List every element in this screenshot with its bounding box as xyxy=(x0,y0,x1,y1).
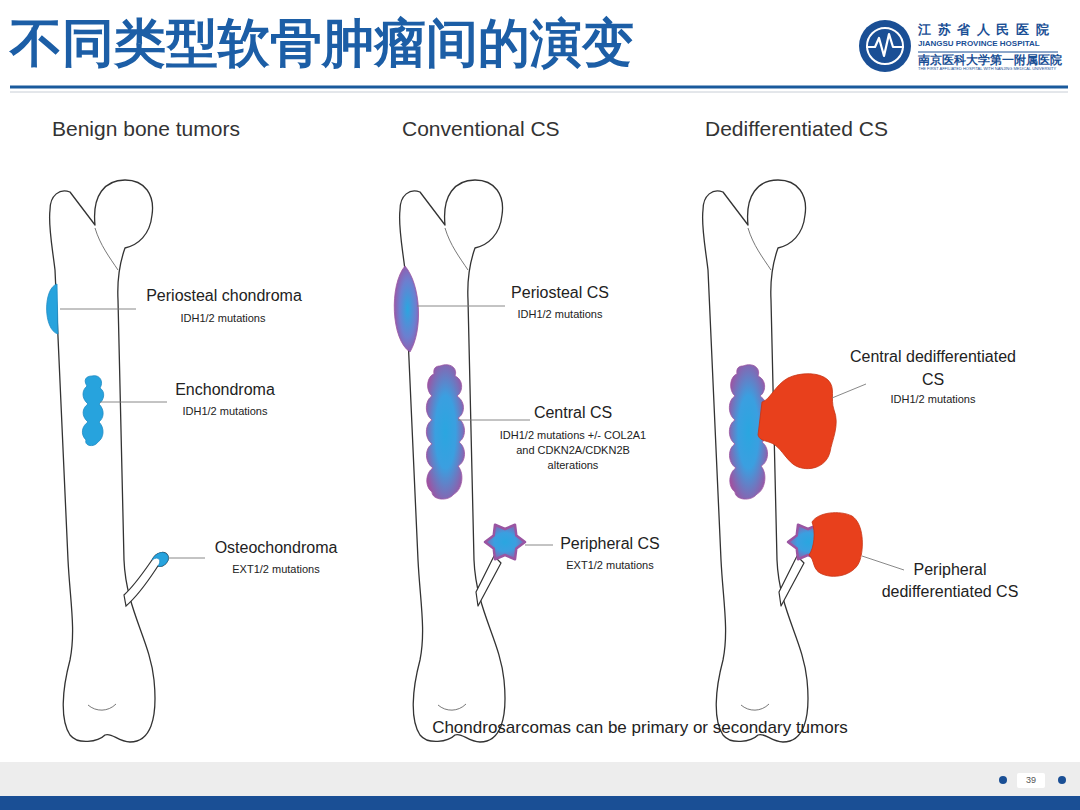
peripheral-cs-shape xyxy=(788,525,828,560)
leader-line xyxy=(417,306,505,307)
university-name-english: THE FIRST AFFILIATED HOSPITAL WITH NANJI… xyxy=(918,67,1078,72)
enchondroma-lesion xyxy=(82,376,103,446)
central-cs-part xyxy=(729,365,767,499)
slide-title: 不同类型软骨肿瘤间的演变 xyxy=(10,10,634,76)
tumor-name: Peripheral CS xyxy=(510,534,710,553)
hospital-name: 江 苏 省 人 民 医 院 xyxy=(918,22,1078,38)
femur-shape xyxy=(399,180,505,742)
mutation-note: IDH1/2 mutations xyxy=(123,312,323,325)
column-heading: Dedifferentiated CS xyxy=(705,117,888,141)
logo-heartbeat xyxy=(866,34,904,56)
column-heading: Conventional CS xyxy=(402,117,560,141)
femur-detail xyxy=(741,704,769,710)
tumor-name: Central CS xyxy=(473,403,673,422)
footer-dot xyxy=(1058,776,1066,784)
tumor-name: Periosteal chondroma xyxy=(104,286,344,305)
tumor-name: Periosteal CS xyxy=(460,283,660,302)
mutation-note: EXT1/2 mutations xyxy=(176,563,376,576)
leader-line xyxy=(100,402,167,403)
peripheral-dedifferentiated-stalk xyxy=(779,556,804,606)
femur-bone xyxy=(702,180,808,742)
peripheral-cs-shape xyxy=(485,525,525,560)
femur-panel: Benign bone tumors xyxy=(40,112,320,752)
femur-detail xyxy=(88,704,116,710)
mutation-note: EXT1/2 mutations xyxy=(510,559,710,572)
logo-disc xyxy=(859,20,911,72)
femur-shape xyxy=(702,180,808,742)
leader-line xyxy=(862,556,904,570)
header-rule-thin xyxy=(10,92,1068,93)
femur-outline xyxy=(693,112,973,752)
leader-line xyxy=(168,558,205,559)
femur-detail xyxy=(95,228,118,270)
tumor-name: Peripheral dedifferentiated CS xyxy=(865,559,1035,603)
central-cs-lesion xyxy=(426,365,464,499)
slide-caption: Chondrosarcomas can be primary or second… xyxy=(290,718,990,738)
tumor-name: Central dedifferentiated CS xyxy=(848,345,1018,391)
periosteal-cs-lesion xyxy=(394,266,418,352)
osteochondroma-stalk xyxy=(124,553,168,606)
femur-bone xyxy=(49,180,155,742)
periosteal-chondroma-lesion xyxy=(47,284,58,334)
tumor-name: Enchondroma xyxy=(125,380,325,399)
femur-shape xyxy=(49,180,155,742)
leader-line xyxy=(525,545,553,546)
leader-line xyxy=(832,384,866,398)
osteochondroma-cap xyxy=(152,553,168,567)
peripheral-dedifferentiated-cs-lesion xyxy=(788,525,828,560)
femur-detail xyxy=(438,704,466,710)
leader-lines xyxy=(60,306,904,570)
femur-panel: Dedifferentiated CS xyxy=(693,112,973,752)
footer-band xyxy=(0,762,1080,796)
column-heading: Benign bone tumors xyxy=(52,117,240,141)
mutation-note: IDH1/2 mutations xyxy=(833,393,1033,406)
mutation-note: IDH1/2 mutations +/- COL2A1 and CDKN2A/C… xyxy=(498,428,648,473)
tumor-name: Osteochondroma xyxy=(176,538,376,557)
footer-bar xyxy=(0,796,1080,810)
peripheral-cs-lesion xyxy=(485,525,525,560)
header-rule xyxy=(10,86,1068,89)
leader-line xyxy=(60,309,136,310)
peripheral-cs-stalk xyxy=(476,556,501,606)
page-number-box xyxy=(1017,773,1045,788)
hospital-name-english: JIANGSU PROVINCE HOSPITAL xyxy=(918,39,1078,49)
dedifferentiated-mass xyxy=(809,513,862,577)
mutation-note: IDH1/2 mutations xyxy=(125,405,325,418)
logo-rule xyxy=(918,52,1058,53)
university-name: 南京医科大学第一附属医院 xyxy=(918,54,1078,68)
mutation-note: IDH1/2 mutations xyxy=(460,308,660,321)
page-number: 39 xyxy=(1017,774,1045,787)
logo-ring xyxy=(867,28,903,64)
femur-bone xyxy=(399,180,505,742)
footer-dot xyxy=(999,776,1007,784)
dedifferentiated-mass xyxy=(758,374,836,469)
central-dedifferentiated-cs-lesion xyxy=(729,365,767,499)
femur-detail xyxy=(748,228,771,270)
femur-outline xyxy=(40,112,320,752)
leader-line xyxy=(458,420,530,421)
femur-detail xyxy=(445,228,468,270)
